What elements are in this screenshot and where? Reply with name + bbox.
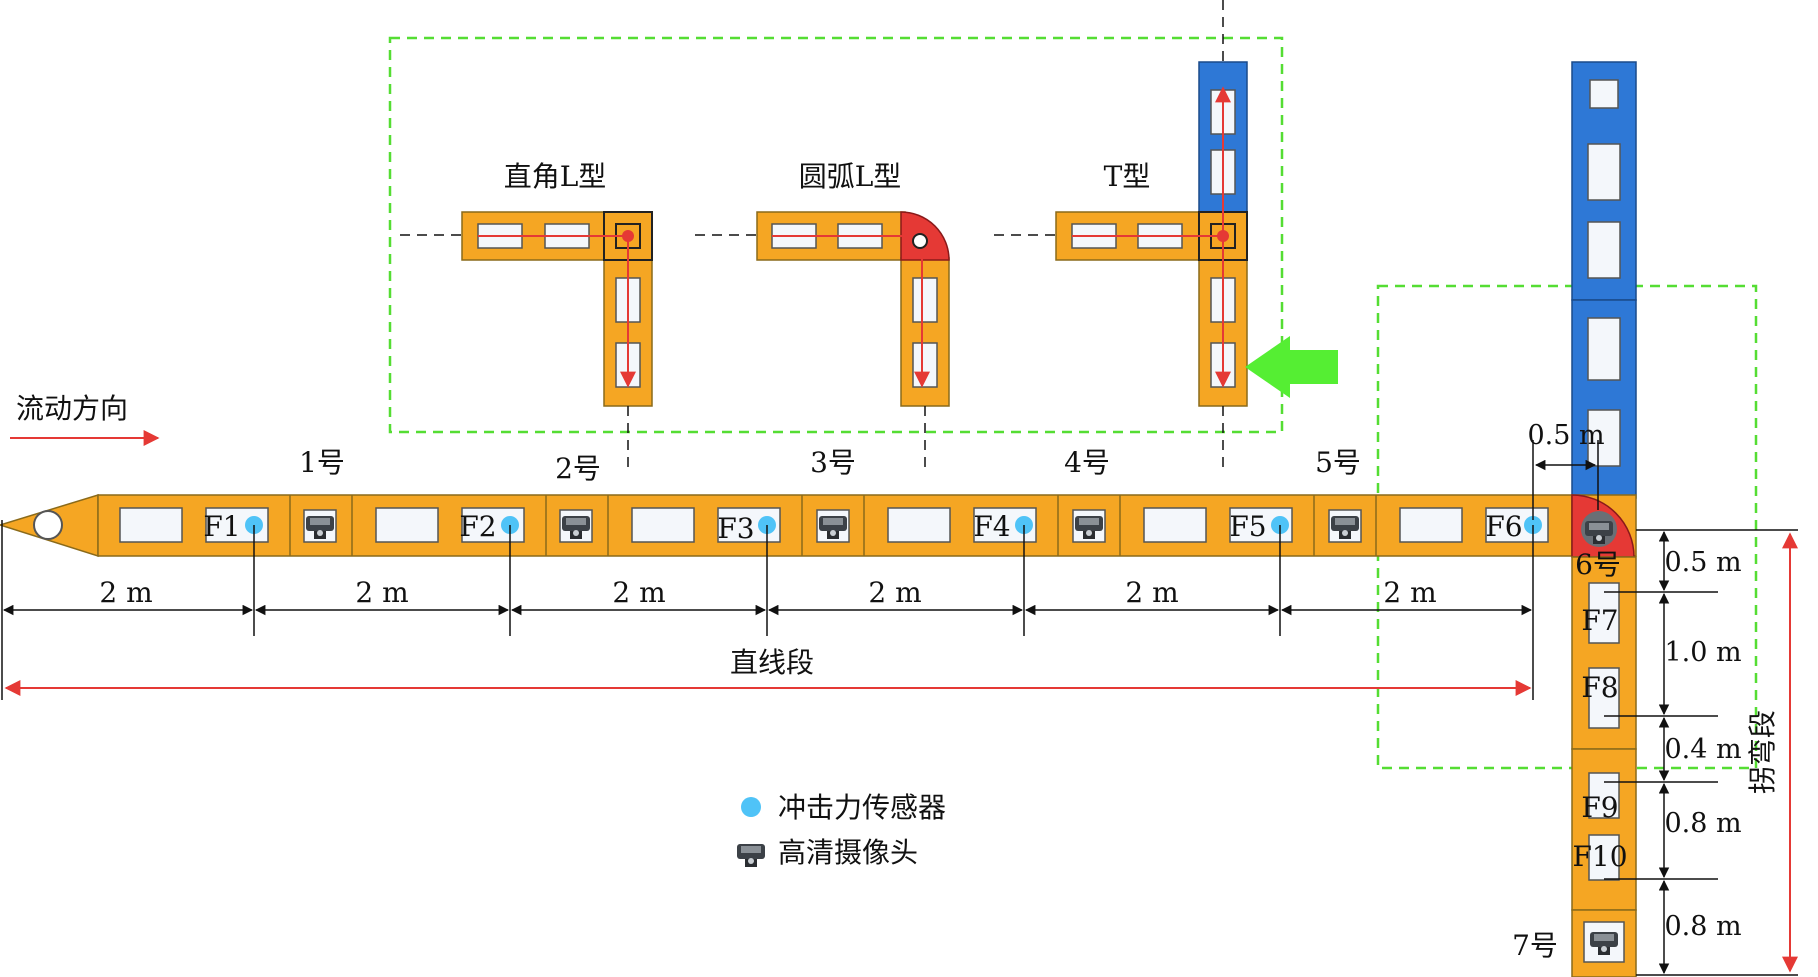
- corner-offset-label: 0.5 m: [1527, 420, 1604, 451]
- legend: 冲击力传感器 高清摄像头: [737, 791, 946, 869]
- station-label-5: 5号: [1315, 446, 1361, 479]
- pipe-window: [461, 507, 525, 543]
- blue-branch: [1571, 61, 1637, 499]
- pipe-window: [1399, 507, 1463, 543]
- corner-offset-dimension: [1532, 440, 1599, 520]
- flow-direction-label: 流动方向: [16, 392, 128, 425]
- legend-sensor-label: 冲击力传感器: [778, 791, 946, 824]
- station-label-2: 2号: [555, 452, 601, 485]
- right-angle-l-junction: [400, 211, 653, 470]
- pipe-window: [717, 507, 781, 543]
- arc-l-junction: [695, 211, 950, 470]
- sensor-label-f6: F6: [1485, 510, 1522, 543]
- station-label-6: 6号: [1575, 548, 1621, 581]
- sensor-label-f5: F5: [1229, 510, 1266, 543]
- sensor-label-f10: F10: [1572, 840, 1627, 873]
- bend-spacing-label-3: 0.4 m: [1664, 734, 1741, 765]
- sensor-label-f8: F8: [1581, 671, 1618, 704]
- corner-elbow: [1571, 494, 1637, 558]
- sensor-label-f9: F9: [1581, 791, 1618, 824]
- bend-spacing-label-1: 0.5 m: [1664, 547, 1741, 578]
- bend-spacing-label-5: 0.8 m: [1664, 911, 1741, 942]
- sensor-label-f7: F7: [1581, 604, 1618, 637]
- station-label-4: 4号: [1064, 446, 1110, 479]
- pipe-window: [119, 507, 183, 543]
- spacing-label-3: 2 m: [612, 576, 665, 609]
- t-type-title: T型: [1104, 160, 1151, 193]
- pipe-window: [1143, 507, 1207, 543]
- straight-segment-label: 直线段: [730, 646, 814, 679]
- bend-spacing-label-2: 1.0 m: [1664, 637, 1741, 668]
- station-label-3: 3号: [810, 446, 856, 479]
- bend-spacing-label-4: 0.8 m: [1664, 808, 1741, 839]
- spacing-label-1: 2 m: [99, 576, 152, 609]
- spacing-label-5: 2 m: [1125, 576, 1178, 609]
- junction-types-box: [388, 36, 1284, 434]
- arc-l-title: 圆弧L型: [799, 160, 902, 193]
- main-pipe: [0, 493, 1573, 558]
- sensor-label-f4: F4: [973, 510, 1010, 543]
- spacing-label-4: 2 m: [868, 576, 921, 609]
- green-pointer-arrow: [1245, 336, 1338, 398]
- pipe-window: [631, 507, 695, 543]
- spacing-label-2: 2 m: [355, 576, 408, 609]
- legend-sensor-marker: [741, 797, 761, 817]
- straight-dimensions: [1, 520, 1534, 700]
- pipe-window: [375, 507, 439, 543]
- bend-dimensions: [1604, 529, 1798, 976]
- sensor-label-f2: F2: [459, 510, 496, 543]
- legend-camera-label: 高清摄像头: [778, 836, 918, 869]
- t-junction: [994, 0, 1248, 470]
- spacing-label-6: 2 m: [1383, 576, 1436, 609]
- sensor-label-f1: F1: [203, 510, 240, 543]
- pipe-window: [887, 507, 951, 543]
- sensor-label-f3: F3: [717, 512, 754, 545]
- bend-segment-label: 拐弯段: [1746, 710, 1779, 794]
- station-label-1: 1号: [299, 446, 345, 479]
- bend-pipe: [1571, 556, 1637, 977]
- right-angle-l-title: 直角L型: [504, 160, 607, 193]
- station-label-7: 7号: [1512, 929, 1558, 962]
- legend-camera-marker: [737, 844, 765, 867]
